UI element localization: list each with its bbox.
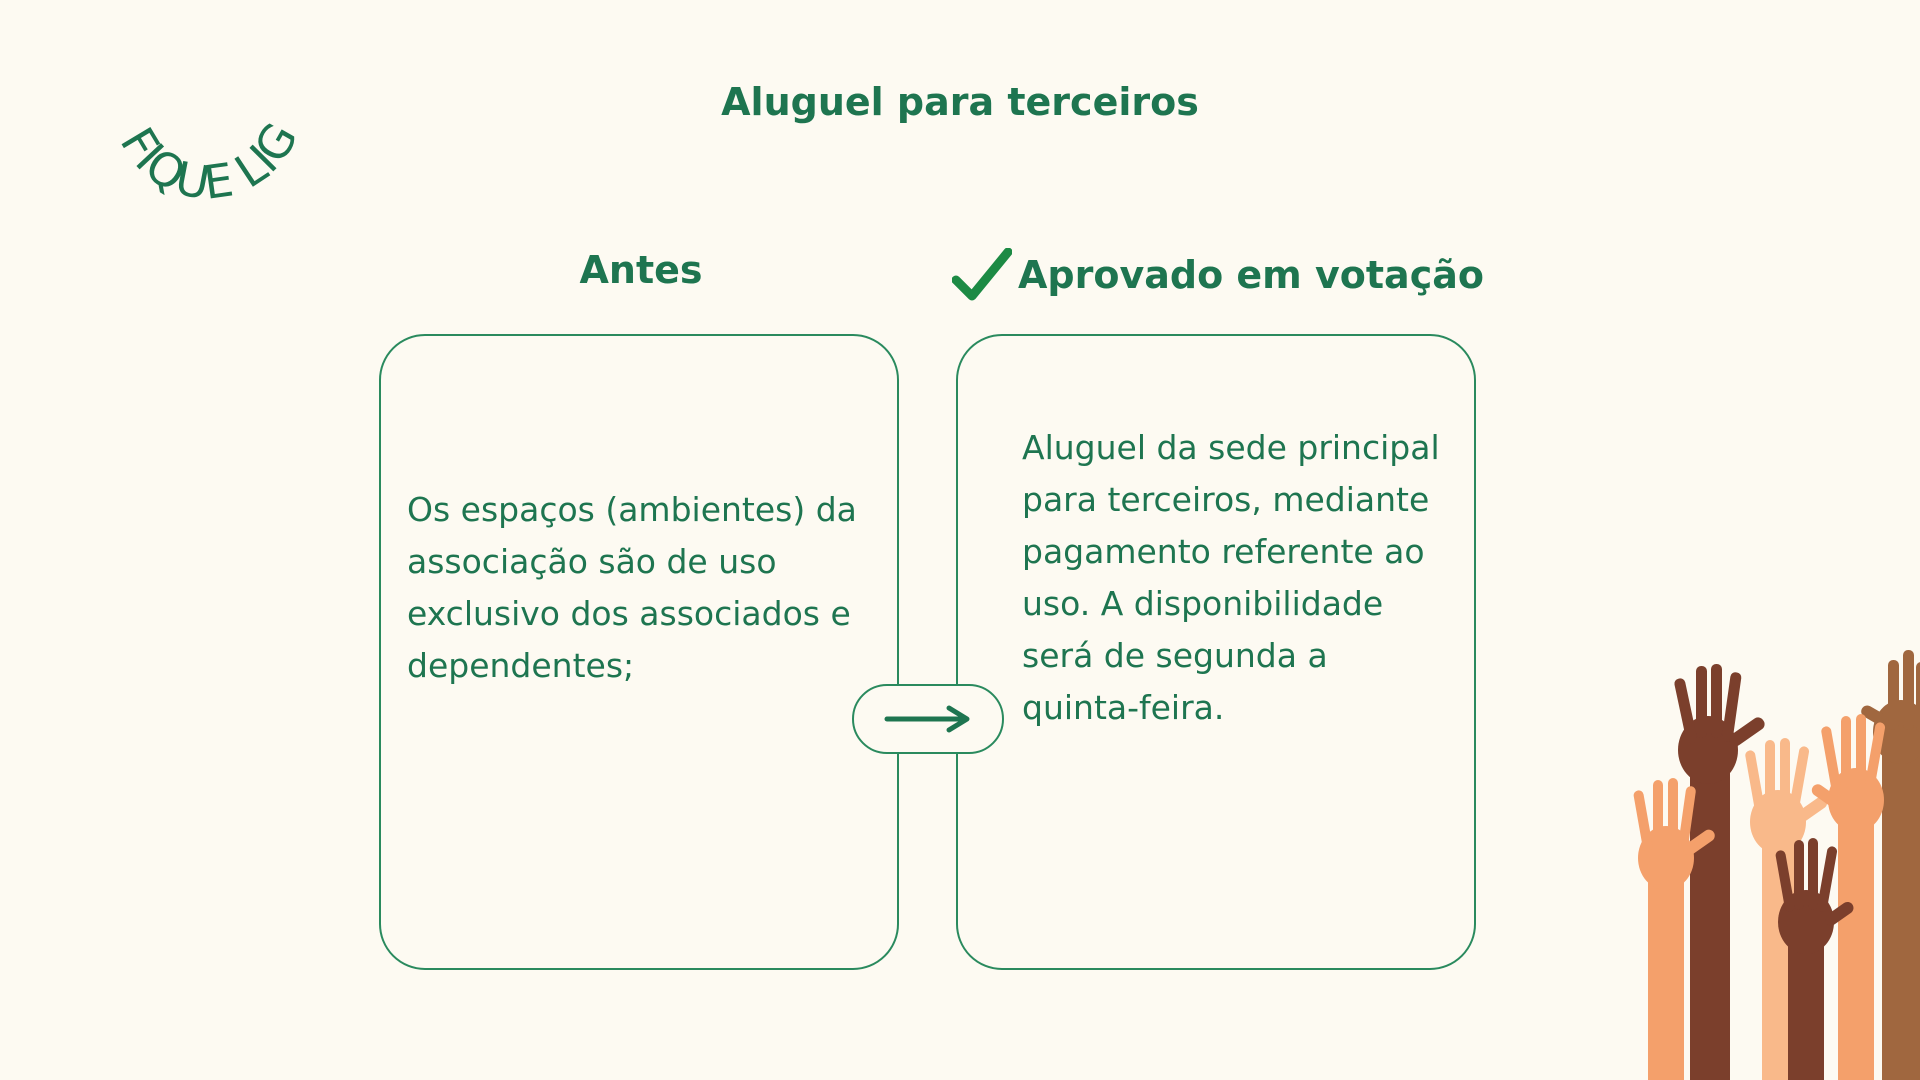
page-title: Aluguel para terceiros xyxy=(721,80,1199,124)
hand-dark-small xyxy=(1775,838,1854,1080)
before-card-text: Os espaços (ambientes) da associação são… xyxy=(407,490,857,685)
hand-peach-right xyxy=(1811,714,1886,1080)
after-heading-label: Aprovado em votação xyxy=(1018,253,1484,297)
fique-ligado-badge: FIQUE LIGADO xyxy=(90,80,308,210)
after-card-text: Aluguel da sede principal para terceiros… xyxy=(1022,428,1440,727)
hand-back-right xyxy=(1861,650,1920,1080)
hand-peach-left xyxy=(1633,778,1715,1080)
before-heading: Antes xyxy=(579,248,703,292)
before-card: Os espaços (ambientes) da associação são… xyxy=(379,334,899,970)
arrow-right-icon xyxy=(884,705,970,733)
after-heading: Aprovado em votação xyxy=(952,248,1492,302)
check-icon xyxy=(952,248,1012,301)
arrow-connector xyxy=(852,684,1004,754)
raised-hands-illustration xyxy=(1633,650,1920,1080)
hand-dark-tall xyxy=(1674,664,1765,1080)
after-card: Aluguel da sede principal para terceiros… xyxy=(956,334,1476,970)
